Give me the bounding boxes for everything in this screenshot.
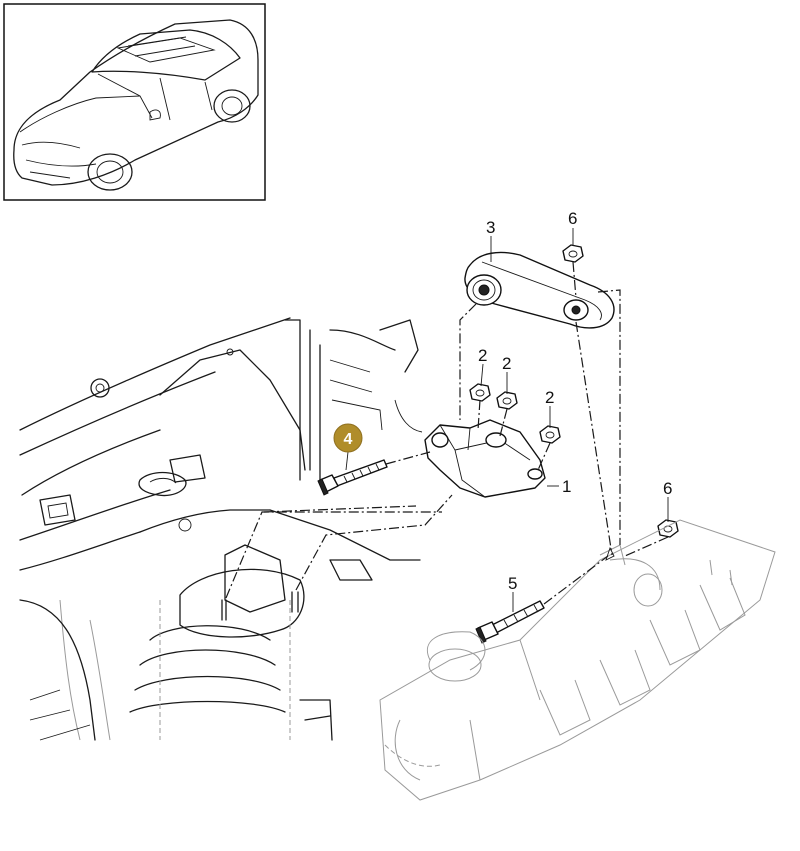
engine-bay-structure [19,317,453,741]
callout-6-top: 6 [568,209,577,228]
part-3-mount-strut [464,251,615,329]
vehicle-thumbnail [3,3,266,201]
nut-2-left [469,383,491,402]
callout-2-middle: 2 [502,354,511,373]
callout-6-bottom: 6 [663,479,672,498]
callout-4: 4 [344,431,353,448]
callout-2-right: 2 [545,388,554,407]
callout-2-left: 2 [478,346,487,365]
callout-leaders [345,228,669,612]
callout-3: 3 [486,218,495,237]
callout-5: 5 [508,574,517,593]
assembly-lines [385,261,669,605]
nut-2-right [539,425,561,444]
engine-assembly [379,519,776,801]
nut-2-middle [496,391,518,410]
front-wheel-icon [87,153,133,191]
callout-4-badge: 4 [333,423,363,453]
part-1-bracket [424,419,546,498]
rear-wheel-icon [213,89,251,123]
part-4-long-bolt [317,459,388,496]
callout-labels: 1 2 2 2 3 4 5 6 6 [333,209,672,593]
nut-6-top [562,244,584,263]
part-5-short-bolt [475,600,545,644]
callout-1: 1 [562,477,571,496]
